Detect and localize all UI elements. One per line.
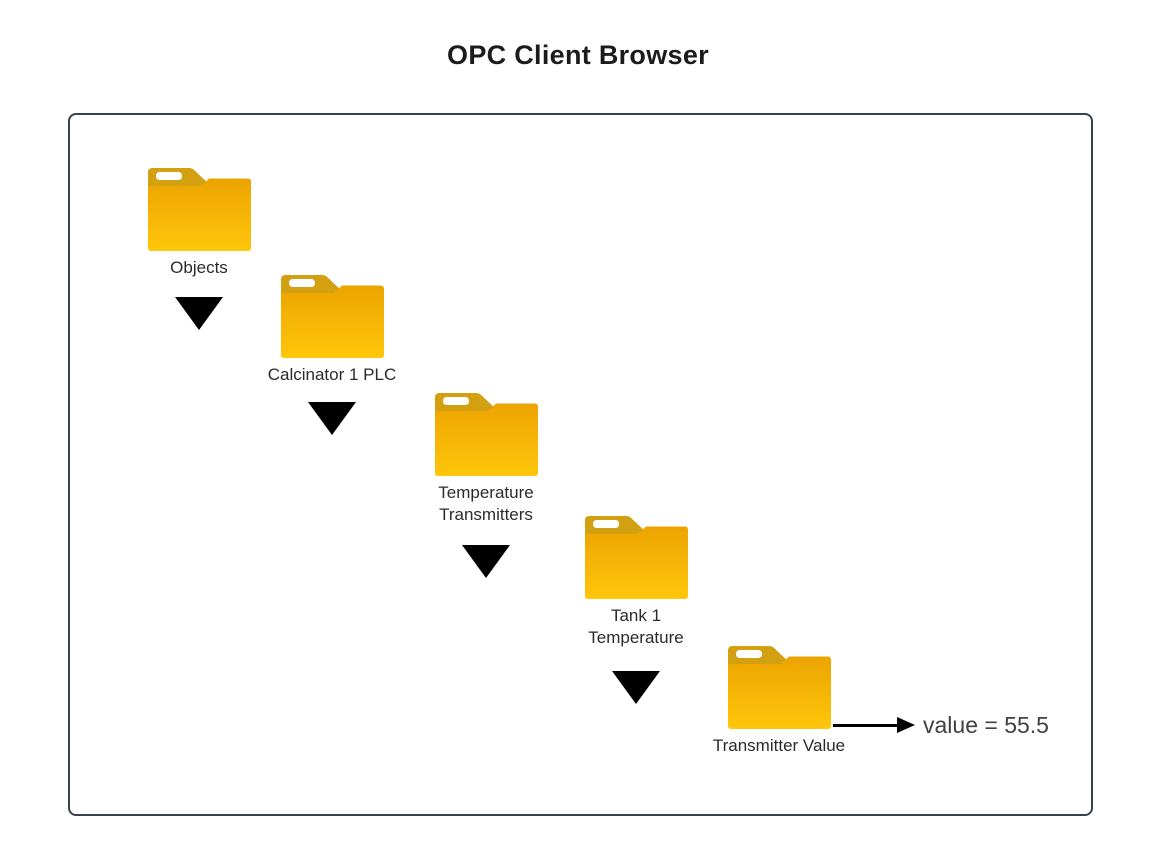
tree-node-temperature-transmitters[interactable]: Temperature Transmitters [432,390,540,524]
folder-label-line: Objects [170,258,228,277]
folder-label: Tank 1 Temperature [521,605,751,649]
page-title: OPC Client Browser [447,40,709,70]
folder-icon[interactable] [145,165,253,253]
folder-icon[interactable] [725,643,833,731]
folder-label-line: Temperature [588,628,684,647]
folder-icon[interactable] [582,513,690,601]
folder-label-line: Tank 1 [610,606,662,625]
expand-triangle-icon-calcinator-1-plc[interactable] [308,402,356,435]
right-arrow-icon-head [897,717,915,733]
folder-label: Temperature Transmitters [371,482,601,526]
folder-label: Objects [84,257,314,279]
folder-label-line: Transmitter Value [712,736,846,755]
folder-icon[interactable] [278,272,386,360]
expand-triangle-icon-objects[interactable] [175,297,223,330]
tree-node-transmitter-value[interactable]: Transmitter Value [713,643,845,755]
tree-node-objects[interactable]: Objects [145,165,253,277]
tree-node-calcinator-1-plc[interactable]: Calcinator 1 PLC [268,272,396,384]
folder-label-line: Temperature [438,483,534,502]
folder-label: Transmitter Value [664,735,894,757]
folder-icon[interactable] [432,390,540,478]
right-arrow-icon-line [833,724,897,727]
folder-label-line: Calcinator 1 PLC [267,365,397,384]
expand-triangle-icon-temperature-transmitters[interactable] [462,545,510,578]
browser-panel: Objects Calcinator 1 PLC [68,113,1093,816]
folder-label-line: Transmitters [439,505,533,524]
value-annotation: value = 55.5 [923,712,1049,738]
tree-node-tank-1-temperature[interactable]: Tank 1 Temperature [582,513,690,647]
expand-triangle-icon-tank-1-temperature[interactable] [612,671,660,704]
folder-label: Calcinator 1 PLC [217,364,447,386]
